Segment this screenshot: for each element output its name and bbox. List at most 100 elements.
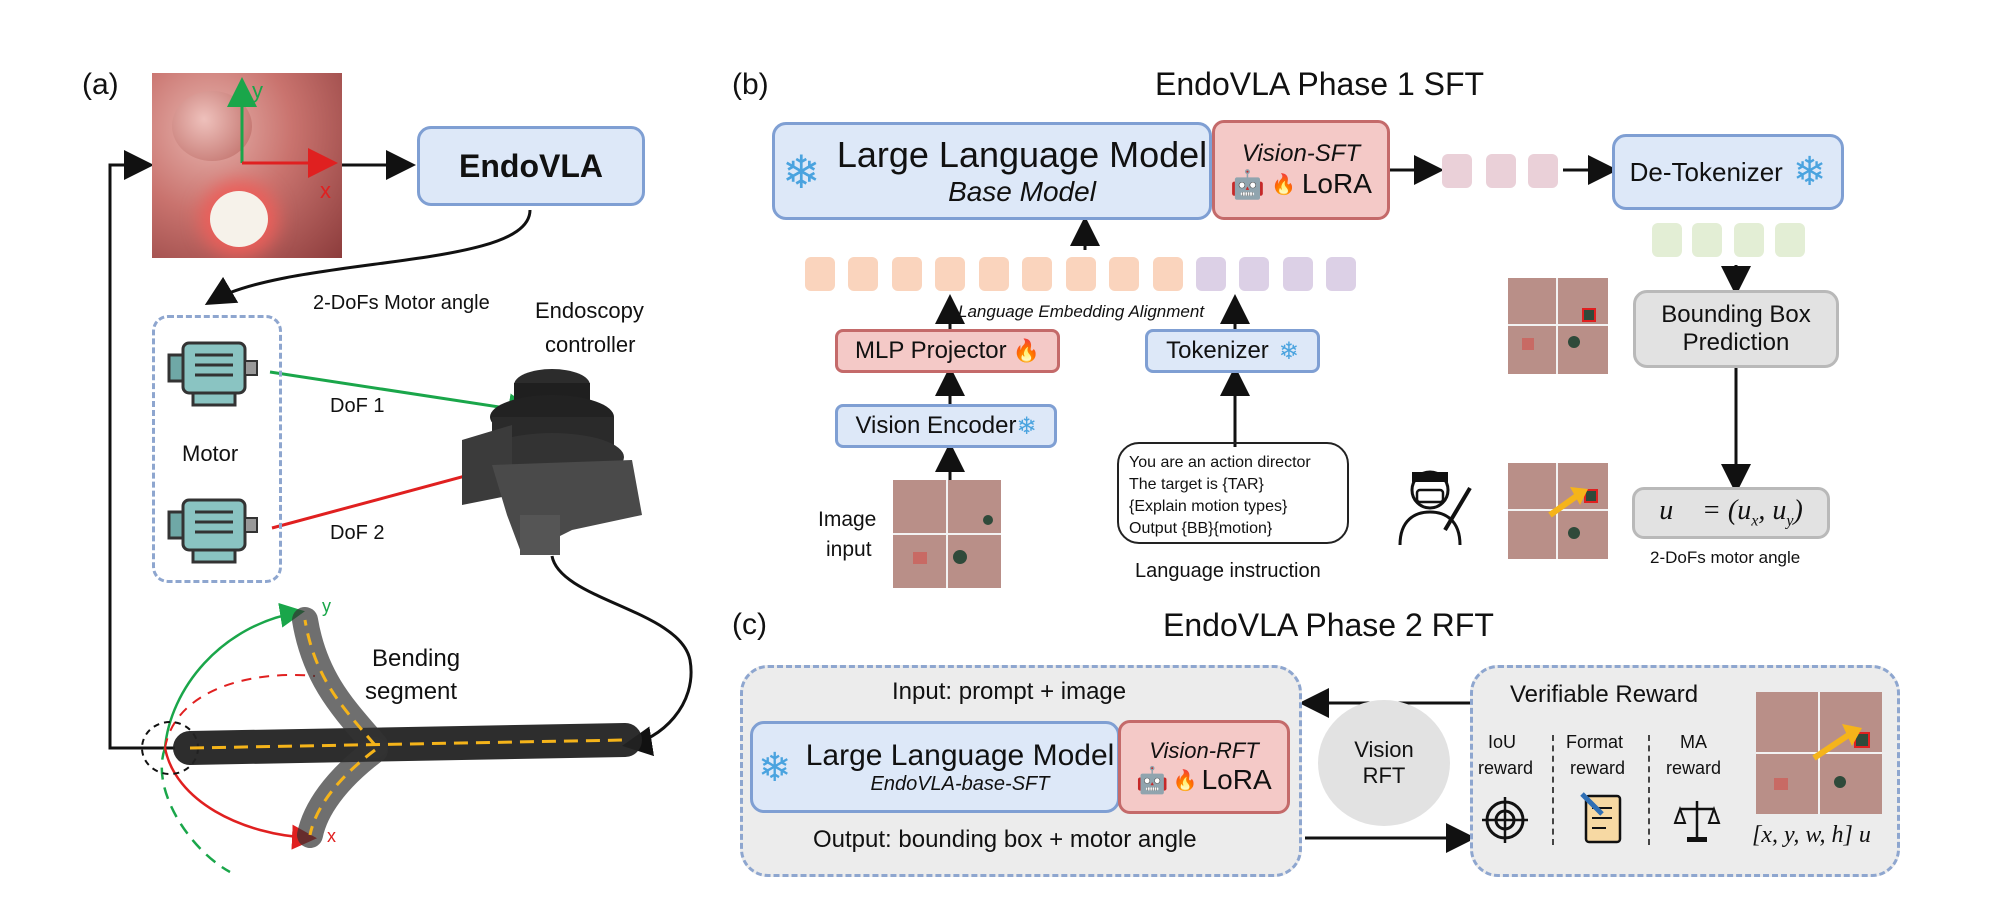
dof1-arrow: [269, 370, 538, 424]
llm-rft-title: Large Language Model: [805, 738, 1115, 772]
dof1-label: DoF 1: [330, 395, 385, 417]
prompt-line: Output {BB}{motion}: [1129, 520, 1273, 537]
divider-line: [1648, 735, 1650, 845]
robot-icon: 🤖: [1230, 168, 1265, 200]
motor-label: Motor: [182, 441, 239, 466]
iou-reward-1: IoU: [1488, 732, 1517, 752]
u-x-sub: x: [1751, 512, 1759, 530]
ma-reward-1: MA: [1680, 732, 1707, 752]
endovla-to-motor-arrow: [204, 209, 532, 306]
text-token: [1239, 257, 1269, 291]
bbox-label-1: Bounding Box: [1661, 301, 1811, 328]
image-input-label-1: Image: [818, 508, 877, 531]
vision-token: [805, 257, 835, 291]
u-y-sub: y: [1786, 512, 1794, 530]
robot-icon: 🤖: [1136, 764, 1169, 795]
llm-title: Large Language Model: [836, 134, 1208, 175]
balance-scale-icon: [1673, 801, 1721, 842]
vision-rft-lora-box: Vision-RFT 🤖 🔥 LoRA: [1118, 720, 1290, 814]
motor-angle-caption: 2-DoFs motor angle: [1650, 548, 1801, 567]
format-reward-1: Format: [1566, 732, 1624, 752]
alignment-label: Language Embedding Alignment: [958, 302, 1205, 321]
image-axes: [227, 77, 338, 178]
llm-rft-subtitle: EndoVLA-base-SFT: [870, 772, 1050, 795]
panel-b-label: (b): [732, 68, 769, 101]
polyp-spot: [210, 191, 268, 247]
llm-subtitle: Base Model: [948, 176, 1096, 207]
panel-b-title: EndoVLA Phase 1 SFT: [1155, 66, 1485, 102]
bending-label-2: segment: [365, 678, 458, 705]
vision-token: [1066, 257, 1096, 291]
bbox-token: [1692, 223, 1722, 257]
lora-row: 🤖 🔥 LoRA: [1136, 764, 1271, 796]
llm-rft-box: Large Language Model EndoVLA-base-SFT: [750, 721, 1120, 813]
panel-a-label: (a): [82, 68, 119, 101]
detokenizer-label: De-Tokenizer: [1629, 156, 1783, 187]
feedback-loop-line: [108, 150, 175, 750]
controller-label-2: controller: [545, 332, 636, 357]
controller-to-scope-arrow: [550, 555, 693, 757]
output-text: Output: bounding box + motor angle: [813, 826, 1197, 853]
bbox-label-2: Prediction: [1682, 329, 1790, 356]
vision-encoder-label: Vision Encoder: [855, 412, 1017, 439]
panel-c-label: (c): [732, 608, 767, 641]
document-check-icon: [1580, 792, 1622, 844]
endovla-label: EndoVLA: [459, 147, 603, 184]
prompt-line: The target is {TAR}: [1129, 476, 1264, 493]
endoscopy-controller-image: [462, 369, 642, 555]
bending-label-1: Bending: [372, 645, 461, 672]
text-token: [1283, 257, 1313, 291]
vision-token: [892, 257, 922, 291]
lora-label: LoRA: [1201, 764, 1272, 795]
vision-token: [1153, 257, 1183, 291]
vision-rft-label: Vision-RFT: [1149, 738, 1259, 763]
detokenizer-box: De-Tokenizer ❄: [1612, 134, 1844, 210]
motor-icon: [167, 498, 258, 564]
format-reward-2: reward: [1570, 758, 1626, 778]
text-token: [1196, 257, 1226, 291]
panel-c-title: EndoVLA Phase 2 RFT: [1163, 607, 1494, 643]
divider-line: [1552, 735, 1554, 845]
vision-token: [979, 257, 1009, 291]
lora-label: LoRA: [1301, 168, 1372, 199]
bend-red-solid: [163, 747, 317, 850]
vision-token: [935, 257, 965, 291]
motor-group: [152, 315, 282, 583]
vision-token: [1022, 257, 1052, 291]
vision-sft-lora-box: Vision-SFT 🤖 🔥 LoRA: [1212, 120, 1390, 220]
motor-angle-label: 2-DoFs Motor angle: [313, 292, 490, 314]
vision-encoder-box: Vision Encoder ❄: [835, 404, 1057, 448]
vision-rft-ellipse: Vision RFT: [1318, 700, 1450, 826]
vision-token: [848, 257, 878, 291]
bbox-prediction-box: Bounding Box Prediction: [1633, 290, 1839, 368]
input-text: Input: prompt + image: [892, 678, 1127, 705]
vision-rft-text-2: RFT: [1362, 763, 1406, 788]
text-token: [1326, 257, 1356, 291]
tokenizer-label: Tokenizer: [1166, 337, 1269, 364]
snowflake-icon: ❄: [1792, 150, 1827, 194]
controller-label-1: Endoscopy: [535, 298, 644, 323]
bend-axis-x: x: [327, 826, 336, 846]
bbox-result-image: [1508, 278, 1608, 374]
reward-direction-arrow: [1812, 724, 1862, 761]
prompt-line: {Explain motion types}: [1129, 498, 1288, 515]
endovla-box: EndoVLA: [417, 126, 645, 206]
bbox-token: [1775, 223, 1805, 257]
tokenizer-box: Tokenizer ❄: [1145, 329, 1320, 373]
bend-green-solid: [163, 602, 305, 749]
ma-reward-2: reward: [1666, 758, 1722, 778]
output-token: [1442, 154, 1472, 188]
fire-icon: 🔥: [1172, 769, 1198, 792]
u-formula-close: ): [1793, 495, 1803, 527]
snowflake-icon: ❄: [1016, 412, 1037, 440]
dof2-label: DoF 2: [330, 522, 385, 544]
prompt-bubble: You are an action director The target is…: [1117, 442, 1349, 544]
lora-row: 🤖 🔥 LoRA: [1230, 168, 1372, 201]
bbox-token: [1652, 223, 1682, 257]
prompt-line: You are an action director: [1129, 454, 1311, 471]
motor-icon: [167, 341, 258, 407]
image-axis-y: y: [252, 78, 263, 103]
surgeon-icon: [1398, 470, 1472, 546]
snowflake-icon: ❄: [1278, 337, 1299, 365]
